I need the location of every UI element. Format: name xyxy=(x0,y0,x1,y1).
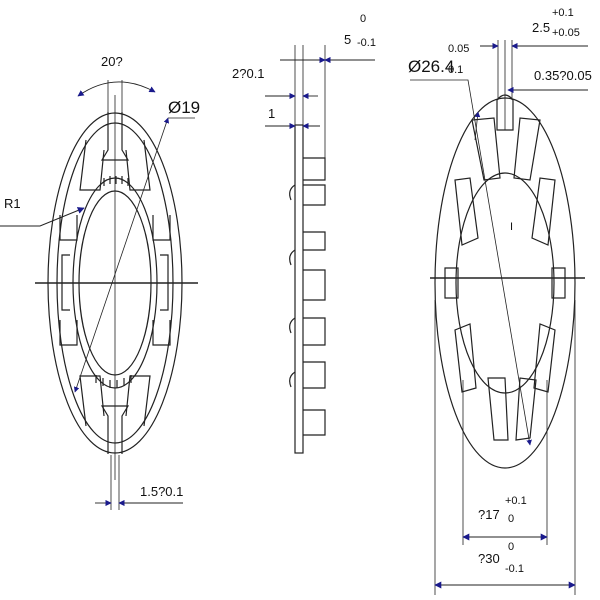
right-gap-lower: +0.05 xyxy=(552,27,580,39)
side-tab-6 xyxy=(303,361,326,389)
left-slot-right-1 xyxy=(152,215,171,241)
side-tab-1 xyxy=(303,157,326,181)
left-slot-left-1 xyxy=(59,215,78,241)
right-slot-2 xyxy=(513,117,541,181)
right-center-mark: I xyxy=(510,221,513,233)
left-view xyxy=(0,80,198,510)
left-radius-leader xyxy=(0,207,85,227)
right-view xyxy=(410,40,588,595)
side-width-one: 1 xyxy=(268,106,275,121)
side-tab-3 xyxy=(303,231,326,251)
side-hook-4 xyxy=(289,371,296,388)
right-slot-7 xyxy=(454,323,477,393)
side-view xyxy=(265,45,375,454)
left-angle-arc xyxy=(77,81,156,97)
side-tab-5 xyxy=(303,317,326,346)
right-slot-5 xyxy=(444,267,459,299)
side-hook-3 xyxy=(289,317,296,334)
left-slot-right-2 xyxy=(152,320,171,346)
right-inner-upper: +0.1 xyxy=(505,495,527,507)
left-diameter-label: Ø19 xyxy=(168,98,200,117)
right-slot-1 xyxy=(471,117,501,181)
left-dia-line xyxy=(73,117,170,393)
right-outer-lower: -0.1 xyxy=(505,563,524,575)
side-tab-2 xyxy=(303,184,326,206)
right-gap-upper: +0.1 xyxy=(552,7,574,19)
right-slot-3 xyxy=(454,177,479,246)
right-inner-lower: 0 xyxy=(508,513,514,525)
side-thickness-lower: -0.1 xyxy=(357,37,376,49)
side-thickness-upper: 0 xyxy=(360,13,366,25)
side-tab-4 xyxy=(303,269,326,301)
right-inner-ellipse xyxy=(455,172,555,394)
left-slot-width-label: 1.5?0.1 xyxy=(140,484,183,499)
right-dia-arrow-top xyxy=(474,111,481,141)
side-hook-1 xyxy=(289,184,296,201)
right-slot-8 xyxy=(533,323,556,393)
left-radius-label: R1 xyxy=(4,196,21,211)
side-width-tol: 2?0.1 xyxy=(232,66,265,81)
right-inner-main: ?17 xyxy=(478,507,500,522)
side-hook-2 xyxy=(289,249,296,266)
right-top-notch xyxy=(496,94,514,131)
right-outer-main: ?30 xyxy=(478,551,500,566)
side-thickness-main: 5 xyxy=(344,32,351,47)
right-dia-leader xyxy=(410,79,532,446)
right-slot-6 xyxy=(551,267,566,299)
right-diameter-label: Ø26.4 xyxy=(408,57,454,76)
right-slot-10 xyxy=(515,377,537,441)
right-slot-4 xyxy=(531,177,556,246)
left-slot-left-2 xyxy=(59,320,78,346)
side-tab-7 xyxy=(303,409,326,436)
right-diameter-tol-upper: 0.05 xyxy=(448,43,469,55)
right-gap-main: 2.5 xyxy=(532,20,550,35)
left-angle-label: 20? xyxy=(101,54,123,69)
right-diameter-tol-lower: 0.1 xyxy=(448,64,463,76)
right-outer-upper: 0 xyxy=(508,541,514,553)
right-slot-9 xyxy=(487,377,509,441)
side-plate xyxy=(294,124,304,454)
right-gap-tol: 0.35?0.05 xyxy=(534,68,592,83)
